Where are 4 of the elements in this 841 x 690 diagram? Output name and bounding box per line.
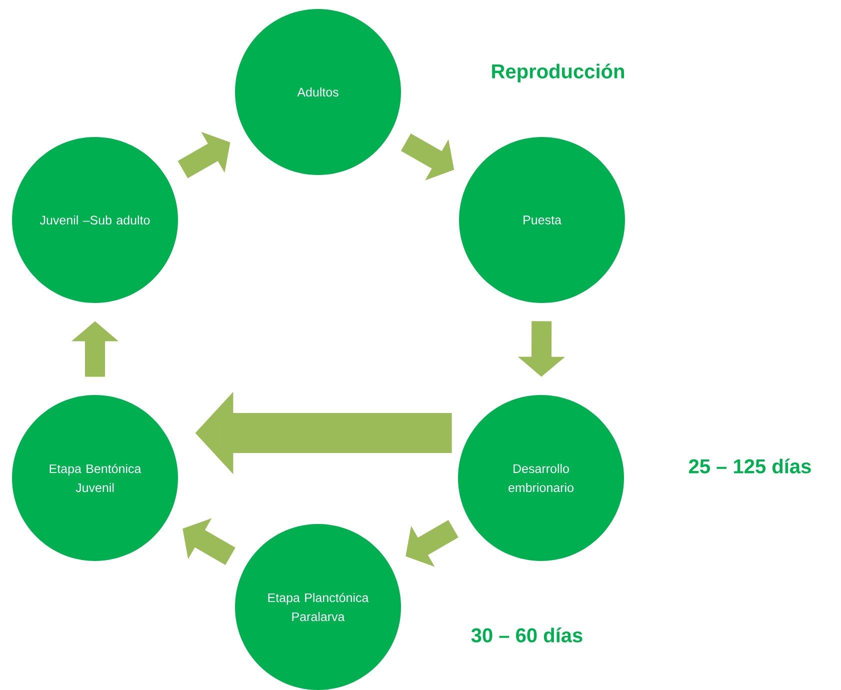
duration-label: Reproducción bbox=[492, 64, 624, 82]
duration-label: 25 – 125 días bbox=[688, 458, 811, 474]
block-arrow bbox=[406, 520, 458, 567]
duration-label: 30 – 60 días bbox=[471, 628, 582, 642]
